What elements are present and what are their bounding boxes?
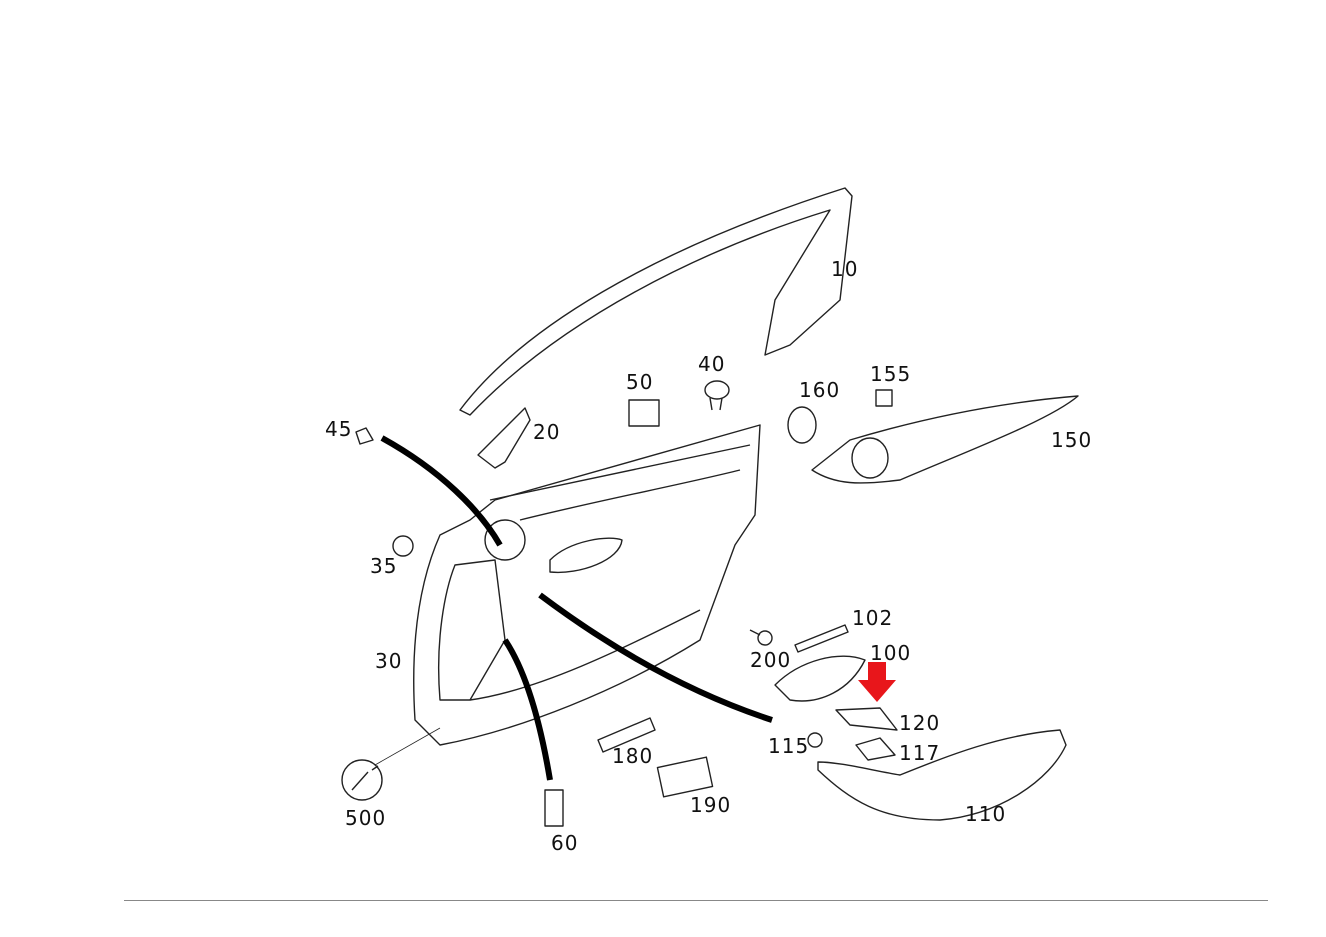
- callout-arrow-60: [502, 638, 553, 781]
- part-20-mirror-cover[interactable]: [477, 407, 531, 469]
- part-150-trim-strip[interactable]: [811, 395, 1079, 484]
- part-160-speaker-grille[interactable]: [787, 406, 817, 444]
- part-label-115[interactable]: 115: [768, 734, 810, 758]
- part-200-screw[interactable]: [749, 629, 773, 646]
- part-label-180[interactable]: 180: [612, 744, 654, 768]
- part-35-grommet[interactable]: [392, 535, 414, 557]
- part-500-tool-icon: [341, 727, 441, 801]
- footer-divider: [124, 900, 1268, 901]
- part-label-190[interactable]: 190: [690, 793, 732, 817]
- part-label-102[interactable]: 102: [852, 606, 894, 630]
- part-110-armrest[interactable]: [817, 729, 1067, 821]
- part-label-40[interactable]: 40: [698, 352, 726, 376]
- part-30-door-panel[interactable]: [413, 424, 761, 746]
- part-180-insert[interactable]: [597, 717, 656, 753]
- part-label-10[interactable]: 10: [831, 257, 859, 281]
- part-102-bracket[interactable]: [794, 624, 849, 653]
- part-100-handle[interactable]: [774, 655, 866, 702]
- part-155-clip[interactable]: [875, 389, 893, 407]
- part-label-45[interactable]: 45: [325, 417, 353, 441]
- highlight-arrow-icon: [858, 662, 896, 702]
- part-label-117[interactable]: 117: [899, 741, 941, 765]
- callout-arrow-45: [380, 435, 503, 547]
- part-40-push-pin[interactable]: [704, 380, 730, 411]
- part-label-150[interactable]: 150: [1051, 428, 1093, 452]
- part-115-clip[interactable]: [807, 732, 823, 748]
- part-60-switch[interactable]: [544, 789, 564, 827]
- part-50-clip[interactable]: [628, 399, 660, 427]
- part-label-100[interactable]: 100: [870, 641, 912, 665]
- part-label-160[interactable]: 160: [799, 378, 841, 402]
- part-label-60[interactable]: 60: [551, 831, 579, 855]
- part-label-50[interactable]: 50: [626, 370, 654, 394]
- part-45-clip[interactable]: [355, 427, 374, 445]
- part-label-30[interactable]: 30: [375, 649, 403, 673]
- part-label-110[interactable]: 110: [965, 802, 1007, 826]
- part-190-switch-unit[interactable]: [656, 756, 714, 798]
- part-label-120[interactable]: 120: [899, 711, 941, 735]
- callout-arrow-200: [538, 592, 773, 723]
- part-10-window-trim[interactable]: [459, 187, 853, 416]
- part-120-cover[interactable]: [835, 707, 898, 731]
- part-label-20[interactable]: 20: [533, 420, 561, 444]
- part-117-switch-frame[interactable]: [855, 737, 896, 761]
- part-label-155[interactable]: 155: [870, 362, 912, 386]
- part-label-35[interactable]: 35: [370, 554, 398, 578]
- part-label-200[interactable]: 200: [750, 648, 792, 672]
- part-label-500[interactable]: 500: [345, 806, 387, 830]
